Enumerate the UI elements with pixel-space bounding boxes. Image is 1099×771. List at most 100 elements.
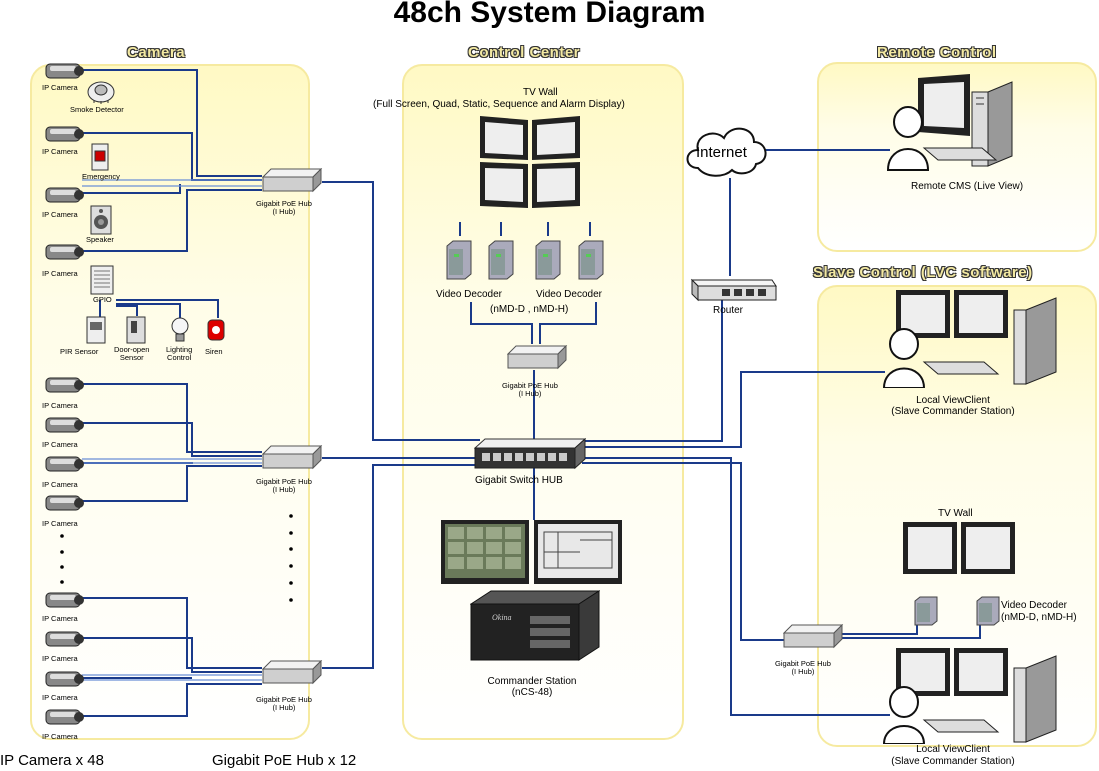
emergency-button-icon [91, 143, 109, 171]
camera-label: IP Camera [42, 480, 78, 489]
camera-count-label: IP Camera x 48 [0, 752, 104, 769]
siren-label: Siren [205, 347, 223, 356]
video-decoder-icon [976, 596, 1000, 626]
lvc-label-bottom: Local ViewClient(Slave Commander Station… [891, 744, 1014, 768]
video-decoder-label-left: Video Decoder [436, 289, 502, 300]
tv-wall-title: TV Wall [523, 87, 558, 98]
ip-camera-icon [45, 63, 84, 79]
poe-hub-type: (I Hub) [272, 485, 296, 494]
video-decoder-icon [488, 240, 514, 280]
poe-hub-icon [783, 624, 844, 649]
router-icon [690, 278, 777, 302]
poe-hub-name: Gigabit PoE Hub [256, 695, 312, 704]
camera-label: IP Camera [42, 440, 78, 449]
lvc-workstation-icon [882, 648, 1057, 744]
slave-decoder-name: Video Decoder [1001, 600, 1067, 611]
camera-label: IP Camera [42, 614, 78, 623]
slave-control-panel-title: Slave Control (LVC software) [813, 264, 1033, 281]
camera-label: IP Camera [42, 654, 78, 663]
lvc-label-top: Local ViewClient(Slave Commander Station… [891, 395, 1014, 417]
poe-hub-type: (I Hub) [272, 207, 296, 216]
ip-camera-icon [45, 631, 84, 647]
ip-camera-icon [45, 671, 84, 687]
video-decoder-icon [535, 240, 561, 280]
gpio-box-icon [90, 265, 114, 295]
remote-cms-label: Remote CMS (Live View) [911, 181, 1024, 192]
commander-monitors-icon [441, 520, 622, 584]
pir-sensor-label: PIR Sensor [60, 347, 99, 356]
poe-hub-type: (I Hub) [272, 703, 296, 712]
control-center-panel-title: Control Center [468, 44, 580, 61]
poe-hub-name: Gigabit PoE Hub [256, 477, 312, 486]
door-sensor-icon [126, 316, 146, 344]
light-bulb-icon [171, 317, 189, 342]
commander-station-icon: Okina [470, 590, 600, 661]
lvc-role: (Slave Commander Station) [891, 756, 1015, 767]
video-decoder-icon [914, 596, 938, 626]
ip-camera-icon [45, 187, 84, 203]
lvc-name: Local ViewClient [916, 744, 990, 755]
poe-hub-name: Gigabit PoE Hub [775, 659, 831, 668]
remote-control-panel-title: Remote Control [877, 44, 997, 61]
camera-label: IP Camera [42, 519, 78, 528]
siren-icon [207, 319, 225, 341]
camera-label: IP Camera [42, 693, 78, 702]
camera-label: IP Camera [42, 83, 78, 92]
camera-label: IP Camera [42, 210, 78, 219]
camera-label: IP Camera [42, 269, 78, 278]
decoder-models-label: (nMD-D , nMD-H) [490, 304, 569, 315]
gpio-label: GPIO [93, 295, 112, 304]
pir-sensor-icon [86, 316, 106, 344]
poe-hub-type: (I Hub) [791, 667, 815, 676]
video-decoder-label-right: Video Decoder [536, 289, 602, 300]
tv-wall-description: (Full Screen, Quad, Static, Sequence and… [373, 99, 625, 110]
ip-camera-icon [45, 417, 84, 433]
commander-station-model: (nCS-48) [511, 687, 553, 698]
svg-text:Okina: Okina [492, 613, 512, 622]
cloud-icon [686, 127, 767, 177]
camera-label: IP Camera [42, 401, 78, 410]
commander-station-name: Commander Station [487, 676, 577, 687]
switch-hub-label: Gigabit Switch HUB [475, 475, 563, 486]
poe-hub-label: Gigabit PoE Hub(I Hub) [256, 696, 312, 712]
poe-hub-label: Gigabit PoE Hub(I Hub) [502, 382, 558, 398]
hub-count-label: Gigabit PoE Hub x 12 [212, 752, 357, 769]
door-open-text: Door-open [114, 345, 150, 354]
speaker-label: Speaker [86, 235, 114, 244]
poe-hub-icon [262, 445, 323, 470]
ip-camera-icon [45, 377, 84, 393]
poe-hub-type: (I Hub) [518, 389, 542, 398]
internet-label: Internet [696, 144, 747, 161]
poe-hub-name: Gigabit PoE Hub [256, 199, 312, 208]
slave-tv-wall-title: TV Wall [938, 508, 973, 519]
poe-hub-label: Gigabit PoE Hub(I Hub) [256, 478, 312, 494]
poe-hub-label: Gigabit PoE Hub(I Hub) [775, 660, 831, 676]
diagram-title: 48ch System Diagram [393, 0, 706, 29]
tv-wall-icon [480, 116, 580, 208]
video-decoder-icon [446, 240, 472, 280]
smoke-detector-icon [87, 81, 115, 104]
control-text: Control [167, 353, 192, 362]
remote-cms-workstation-icon [886, 74, 1013, 171]
ip-camera-icon [45, 495, 84, 511]
poe-hub-name: Gigabit PoE Hub [502, 381, 558, 390]
ip-camera-icon [45, 709, 84, 725]
slave-video-decoder-label: Video Decoder(nMD-D, nMD-H) [1001, 600, 1077, 624]
ip-camera-icon [45, 244, 84, 260]
camera-panel-title: Camera [127, 44, 186, 61]
slave-tv-wall-icon [903, 522, 1015, 574]
video-decoder-icon [578, 240, 604, 280]
poe-hub-icon [262, 660, 323, 685]
poe-hub-icon [262, 168, 323, 193]
ip-camera-icon [45, 456, 84, 472]
sensor-text: Sensor [119, 353, 144, 362]
emergency-label: Emergency [82, 172, 120, 181]
commander-station-label: Commander Station(nCS-48) [488, 676, 577, 698]
camera-label: IP Camera [42, 732, 78, 741]
poe-hub-icon [507, 345, 568, 370]
lvc-role: (Slave Commander Station) [891, 406, 1015, 417]
switch-hub-icon [474, 438, 586, 470]
